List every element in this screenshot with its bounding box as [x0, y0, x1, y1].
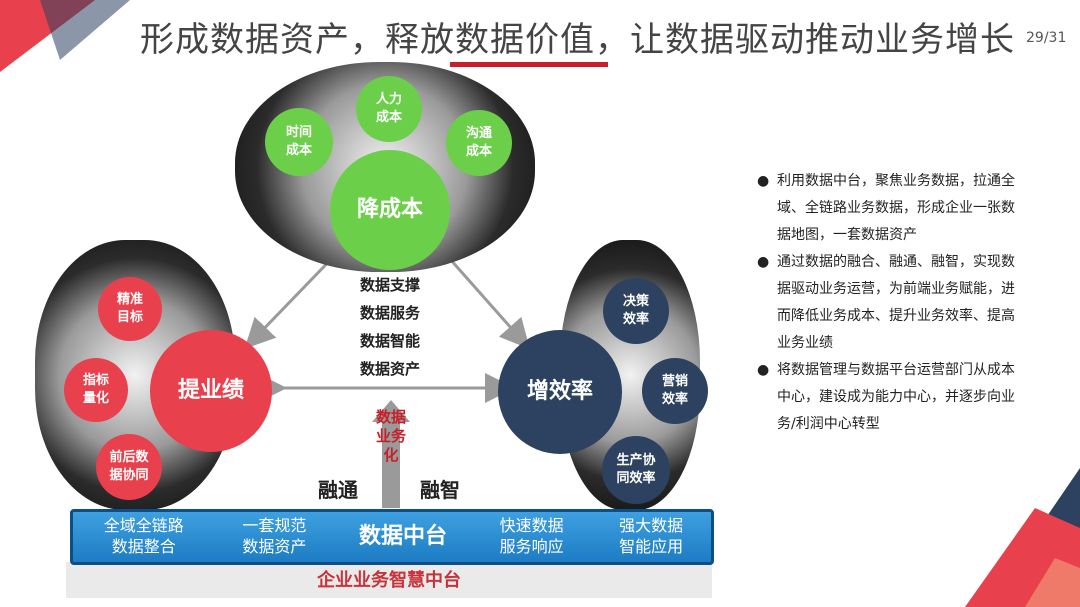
platform-footer: 企业业务智慧中台 [317, 570, 461, 591]
platform-item-ai: 强大数据智能应用 [619, 516, 684, 556]
platform-item-assets: 一套规范数据资产 [242, 516, 307, 556]
connector-cost-eff [420, 228, 530, 350]
up-arrow-label: 数据业务化 [375, 408, 406, 464]
cost-labor-circle: 人力成本 [356, 76, 422, 142]
cost-main-circle: 降成本 [330, 150, 450, 270]
perf-target-circle: 精准目标 [98, 277, 162, 341]
perf-metric-circle: 指标量化 [64, 358, 128, 422]
platform-item-integration: 全域全链路数据整合 [103, 516, 184, 556]
page-number: 29/31 [1026, 30, 1067, 46]
platform-item-center: 数据中台 [358, 523, 447, 549]
fusion-left-label: 融通 [318, 478, 358, 502]
data-platform-bar: 全域全链路数据整合 一套规范数据资产 数据中台 快速数据服务响应 强大数据智能应… [70, 509, 714, 565]
bullet-list: ●利用数据中台，聚焦业务数据，拉通全域、全链路业务数据，形成企业一张数据地图，一… [757, 168, 1017, 438]
cost-time-circle: 时间成本 [265, 108, 333, 176]
up-arrow-shape [372, 400, 410, 508]
bullet-item: ●利用数据中台，聚焦业务数据，拉通全域、全链路业务数据，形成企业一张数据地图，一… [757, 173, 1015, 243]
bullet-item: ●通过数据的融合、融通、融智，实现数据驱动业务运营，为前端业务赋能，进而降低业务… [757, 254, 1015, 351]
eff-main-circle: 增效率 [498, 330, 622, 454]
perf-sync-circle: 前后数据协同 [96, 434, 162, 500]
cost-comm-circle: 沟通成本 [446, 110, 512, 176]
corner-decoration-bottom-right [965, 468, 1080, 607]
eff-decision-circle: 决策效率 [603, 278, 669, 344]
perf-main-circle: 提业绩 [150, 330, 272, 452]
center-label-intelligence: 数据智能 [359, 332, 420, 350]
center-label-asset: 数据资产 [359, 360, 420, 378]
fusion-right-label: 融智 [420, 478, 460, 502]
page-title: 形成数据资产，释放数据价值，让数据驱动推动业务增长 [140, 20, 1015, 60]
platform-item-service: 快速数据服务响应 [499, 516, 564, 556]
eff-production-circle: 生产协同效率 [602, 436, 670, 504]
center-label-support: 数据支撑 [359, 276, 420, 294]
eff-marketing-circle: 营销效率 [642, 358, 708, 424]
center-label-service: 数据服务 [359, 304, 420, 322]
title-underline [450, 62, 608, 67]
platform-base [66, 562, 712, 598]
corner-decoration-top-left [0, 0, 130, 72]
bullet-item: ●将数据管理与数据平台运营部门从成本中心，建设成为能力中心，并逐步向业务/利润中… [757, 362, 1015, 432]
